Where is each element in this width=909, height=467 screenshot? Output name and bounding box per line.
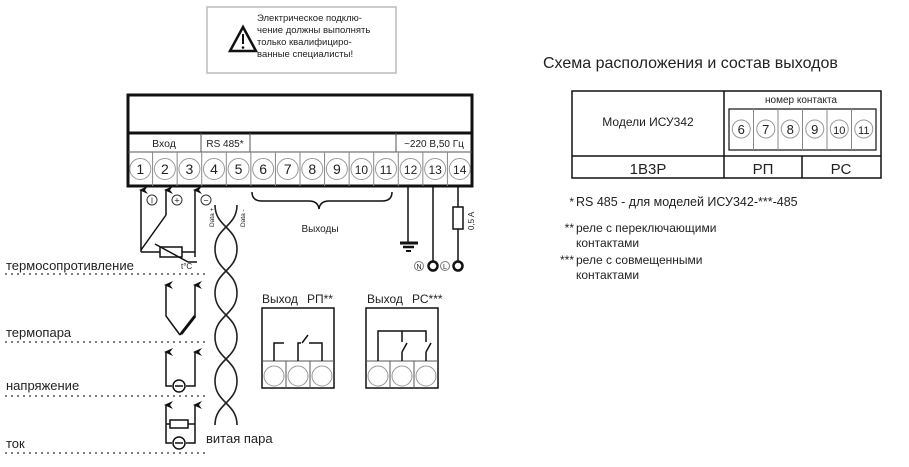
warning-line-2: чение должны выполнять [257,25,370,36]
terminal-12 [399,158,422,180]
terminal-10 [350,158,373,180]
models-table: Модели ИСУ342 номер контакта 6 7 8 9 10 11 1В… [571,90,882,179]
rs485-group-label: RS 485* [206,139,243,150]
note-3: реле с совмещенными [576,253,703,267]
contact-11 [854,119,874,139]
output-rs-block: Выход РС*** [365,292,443,389]
models-label: Модели ИСУ342 [602,115,694,129]
input-wiring [139,186,202,263]
terminal-5 [227,158,250,180]
outputs-label: Выходы [301,224,338,235]
terminal-9 [325,158,348,180]
svg-text:I: I [151,197,153,206]
warning-line-4: ванные специалисты! [257,49,353,60]
svg-text:***: *** [560,253,574,267]
terminal-7 [276,158,299,180]
terminal-13 [424,158,447,180]
terminal-number: 13 [428,163,442,177]
voltage-source-symbol [164,348,202,393]
sensor-label-voltage: напряжение [6,378,79,393]
terminal-number: 9 [333,161,341,177]
contact-8 [780,119,800,139]
contact-number: 10 [833,125,845,137]
twisted-pair [214,204,238,426]
sensor-label-thermocouple: термопара [6,325,72,340]
current-source-symbol [164,401,202,450]
terminal-2 [153,158,176,180]
note-2-cont: контактами [576,236,639,250]
note-3-cont: контактами [576,268,639,282]
model-code: 1В3Р [630,161,667,178]
terminal-number: 14 [453,163,467,177]
contact-10 [829,119,849,139]
power-group-label: ~220 В,50 Гц [404,139,464,150]
note-1: RS 485 - для моделей ИСУ342-***-485 [576,195,798,209]
warning-triangle-icon [227,24,259,53]
terminal-11 [375,158,397,180]
terminal-number: 12 [404,163,418,177]
output-rp-code: РП** [307,292,333,306]
terminal-number: 7 [284,161,292,177]
contact-7 [756,119,776,139]
terminal-number: 11 [380,163,393,177]
terminal-number: 2 [161,161,169,177]
contact-number: 8 [787,122,794,137]
contact-6 [731,119,751,139]
svg-text:+: + [174,196,179,206]
contact-number: 7 [762,122,769,137]
outputs-brace: Выходы [251,191,393,235]
fuse-label: 0,5 A [467,211,476,230]
terminal-number: 4 [210,161,218,177]
output-rs-label: Выход [367,292,403,306]
sensor-label-current: ток [6,436,25,451]
note-2: реле с переключающими [576,221,716,235]
neutral-label: N [416,264,421,271]
terminal-number: 5 [235,161,243,177]
terminal-number: 1 [136,161,144,177]
power-wiring [400,186,464,272]
terminal-1 [129,158,152,180]
terminal-number: 3 [186,161,194,177]
footnotes: * RS 485 - для моделей ИСУ342-***-485 **… [560,195,798,282]
warning-line-1: Электрическое подклю- [257,13,362,24]
line-label: L [443,264,447,271]
output-rs-code: РС*** [412,292,443,306]
terminal-6 [252,158,275,180]
contact-header: номер контакта [765,95,837,106]
thermocouple-symbol [164,281,202,336]
terminal-number: 8 [308,161,316,177]
svg-text:−: − [203,196,208,206]
terminal-4 [203,158,225,180]
sensor-label-rtd: термосопротивление [6,258,134,273]
output-rp-block: Выход РП** [261,292,335,389]
output-rp-label: Выход [262,292,298,306]
warning-line-3: только квалифициро- [257,37,352,48]
tc-label: t°C [181,262,192,271]
contact-9 [805,119,825,139]
terminal-3 [178,158,201,180]
warning-box: Электрическое подклю- чение должны выпол… [206,6,397,74]
contact-number: 9 [811,122,818,137]
contact-number: 6 [738,122,745,137]
svg-text:*: * [569,195,574,209]
terminal-14 [448,158,471,180]
data-minus-label: Data - [240,209,247,227]
terminal-number: 6 [259,161,267,177]
rs-cell: РС [831,161,852,178]
input-marks: I + − t°C [146,194,212,271]
scheme-title: Схема расположения и состав выходов [543,55,838,72]
terminal-8 [301,158,324,180]
svg-text:**: ** [565,221,575,235]
contact-number: 11 [858,125,869,137]
data-plus-label: Data + [209,207,216,227]
rp-cell: РП [753,161,774,178]
input-group-label: Вход [152,138,176,150]
twisted-pair-label: витая пара [206,431,273,446]
sensor-type-rows: термосопротивление термопара напряжение … [5,258,205,454]
terminal-number: 10 [355,163,369,177]
